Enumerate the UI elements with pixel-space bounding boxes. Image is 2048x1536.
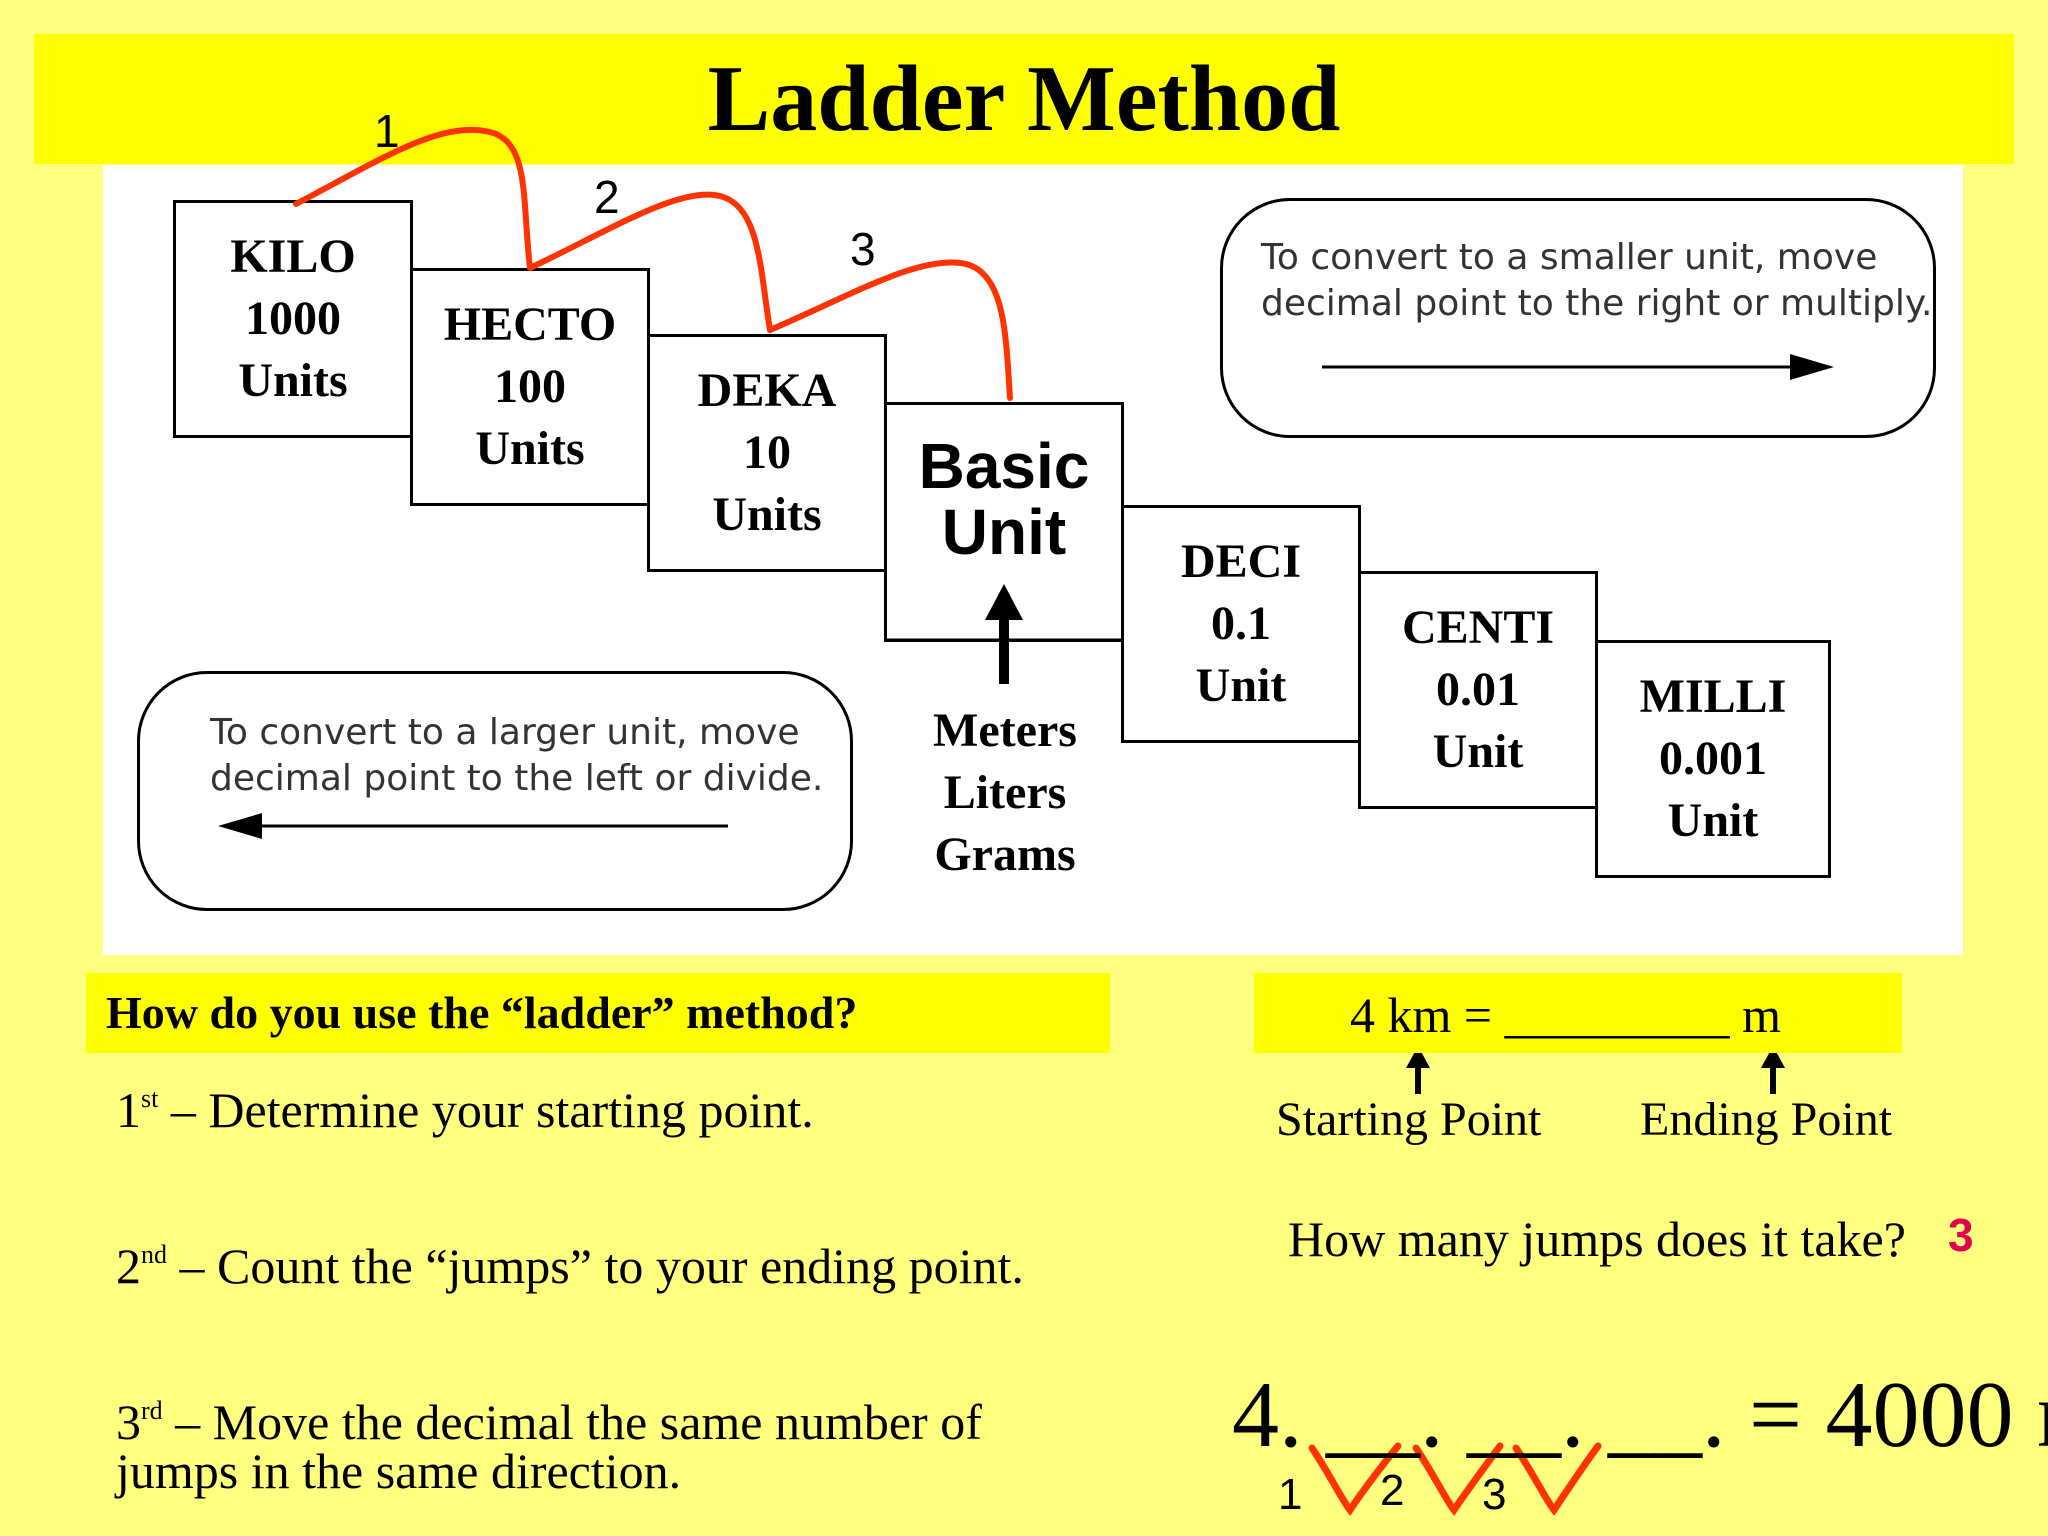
step-value: 100 — [494, 360, 566, 413]
base-units-list: Meters Liters Grams — [900, 700, 1110, 886]
title-bar: Ladder Method — [34, 34, 2014, 164]
step-basic-line2: Unit — [941, 496, 1067, 568]
example-equation-box — [1254, 973, 1902, 1053]
instruction-suffix: rd — [141, 1396, 163, 1425]
step-unit: Unit — [1667, 794, 1759, 847]
step-unit: Unit — [1432, 725, 1524, 778]
jump-arc-3 — [767, 259, 1013, 401]
note-smaller-unit: To convert to a smaller unit, move decim… — [1220, 198, 1936, 438]
start-point-arrow-icon — [1406, 1046, 1430, 1094]
step-deka: DEKA 10 Units — [647, 334, 887, 572]
step-prefix: CENTI — [1401, 601, 1555, 654]
note-smaller-line2: decimal point to the right or multiply. — [1261, 283, 1933, 324]
base-unit-grams: Grams — [934, 828, 1076, 881]
question-box: How do you use the “ladder” method? — [86, 973, 1110, 1053]
step-prefix: DECI — [1180, 535, 1302, 588]
step-deci: DECI 0.1 Unit — [1121, 505, 1361, 743]
step-centi: CENTI 0.01 Unit — [1358, 571, 1598, 809]
instruction-text: – Move the decimal the same number of — [162, 1394, 982, 1450]
jump-label-1: 1 — [374, 105, 400, 157]
question-text: How do you use the “ladder” method? — [106, 987, 858, 1038]
base-unit-meters: Meters — [933, 704, 1077, 757]
decimal-jump-number-2: 2 — [1380, 1466, 1405, 1515]
step-value: 0.1 — [1211, 597, 1271, 650]
step-hecto: HECTO 100 Units — [410, 268, 650, 506]
example-equation: 4 km = _________ m — [1350, 987, 1781, 1043]
decimal-jump-marks — [1308, 1442, 1602, 1516]
page-title: Ladder Method — [707, 47, 1341, 151]
note-larger-line1: To convert to a larger unit, move — [210, 712, 800, 753]
instruction-3-continued: jumps in the same direction. — [116, 1443, 682, 1499]
step-value: 1000 — [245, 292, 341, 345]
note-larger-unit: To convert to a larger unit, move decima… — [137, 671, 853, 911]
step-prefix: DEKA — [697, 364, 837, 417]
decimal-move-equation: 4. __. __. __. = 4000 m — [1232, 1363, 2048, 1467]
instruction-ordinal: 2 — [116, 1238, 141, 1294]
instruction-2: 2nd – Count the “jumps” to your ending p… — [116, 1224, 1024, 1297]
jump-arc-2 — [527, 191, 773, 333]
instruction-ordinal: 3 — [116, 1394, 141, 1450]
decimal-jump-1 — [1308, 1442, 1402, 1516]
right-arrow-icon — [1322, 354, 1834, 380]
decimal-jump-3 — [1512, 1442, 1602, 1516]
jump-label-2: 2 — [594, 171, 620, 223]
jump-arc-1 — [293, 126, 533, 271]
instruction-1: 1st – Determine your starting point. — [116, 1068, 814, 1141]
end-point-arrow-icon — [1761, 1046, 1785, 1094]
instruction-ordinal: 1 — [116, 1082, 141, 1138]
left-arrow-icon — [218, 813, 728, 839]
step-basic-line1: Basic — [918, 430, 1090, 502]
step-unit: Units — [475, 422, 585, 475]
step-value: 10 — [743, 426, 791, 479]
note-larger-line2: decimal point to the left or divide. — [210, 758, 824, 799]
instruction-suffix: nd — [141, 1240, 167, 1269]
step-milli: MILLI 0.001 Unit — [1595, 640, 1831, 878]
jump-label-3: 3 — [850, 223, 876, 275]
step-prefix: KILO — [230, 230, 356, 283]
jump-arcs — [293, 126, 1013, 401]
decimal-jump-number-1: 1 — [1278, 1470, 1303, 1519]
instruction-text: – Determine your starting point. — [158, 1082, 814, 1138]
step-unit: Units — [238, 354, 348, 407]
step-prefix: MILLI — [1639, 670, 1787, 723]
instruction-3: 3rd – Move the decimal the same number o… — [116, 1380, 982, 1453]
note-smaller-line1: To convert to a smaller unit, move — [1261, 237, 1878, 278]
step-value: 0.001 — [1659, 732, 1767, 785]
step-unit: Unit — [1195, 659, 1287, 712]
decimal-jump-number-3: 3 — [1482, 1470, 1507, 1519]
step-value: 0.01 — [1436, 663, 1520, 716]
instruction-suffix: st — [141, 1084, 159, 1113]
step-unit: Units — [712, 488, 822, 541]
decimal-jump-2 — [1412, 1442, 1504, 1516]
ending-point-label: Ending Point — [1640, 1093, 1893, 1146]
step-prefix: HECTO — [443, 298, 617, 351]
base-unit-liters: Liters — [943, 766, 1067, 819]
starting-point-label: Starting Point — [1276, 1093, 1542, 1146]
instruction-text: – Count the “jumps” to your ending point… — [167, 1238, 1024, 1294]
jumps-answer: 3 — [1948, 1209, 1974, 1261]
jumps-question: How many jumps does it take? — [1288, 1211, 1906, 1267]
up-arrow-icon — [985, 584, 1023, 684]
